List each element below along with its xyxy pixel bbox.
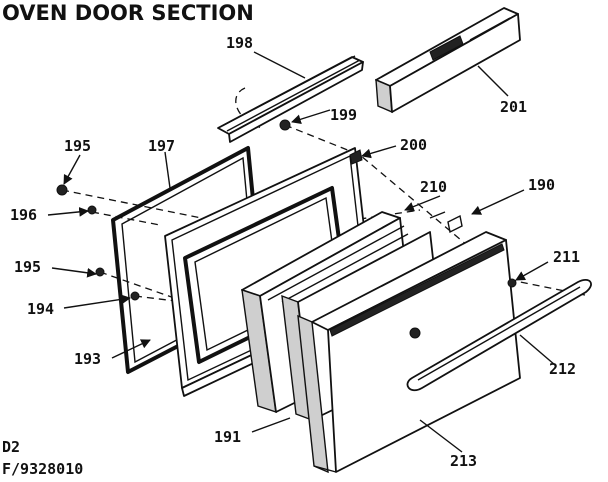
label-195-lower: 195	[14, 258, 41, 276]
label-197: 197	[148, 137, 175, 155]
screw-195-top	[56, 184, 68, 196]
label-190: 190	[528, 176, 555, 194]
leader-lines	[47, 51, 556, 453]
label-191: 191	[214, 428, 241, 446]
label-201: 201	[500, 98, 527, 116]
label-200: 200	[400, 136, 427, 154]
label-212: 212	[549, 360, 576, 378]
label-213: 213	[450, 452, 477, 470]
clip-194	[130, 291, 140, 301]
diagram-code: D2	[2, 438, 20, 456]
screw-panel	[409, 327, 421, 339]
diagram-title: OVEN DOOR SECTION	[2, 1, 254, 25]
part-201-door-trim-bar	[375, 7, 521, 114]
fasteners	[56, 119, 517, 339]
diagram-part-number: F/9328010	[2, 460, 83, 478]
part-212-door-handle	[406, 279, 592, 392]
label-194: 194	[27, 300, 54, 318]
label-210: 210	[420, 178, 447, 196]
screw-199	[279, 119, 291, 131]
part-190-bracket	[429, 211, 463, 234]
washer-196	[87, 205, 97, 215]
label-195-top: 195	[64, 137, 91, 155]
label-199: 199	[330, 106, 357, 124]
part-213-outer-door-panel	[297, 231, 521, 474]
part-198-top-channel	[217, 55, 364, 143]
screw-195-lower	[95, 267, 105, 277]
part-labels: 198 199 200 201 195 197 196 195 194 193 …	[10, 34, 580, 470]
bracket-200	[349, 149, 363, 165]
label-211: 211	[553, 248, 580, 266]
label-193: 193	[74, 350, 101, 368]
screw-211	[507, 278, 517, 288]
label-196: 196	[10, 206, 37, 224]
label-198: 198	[226, 34, 253, 52]
